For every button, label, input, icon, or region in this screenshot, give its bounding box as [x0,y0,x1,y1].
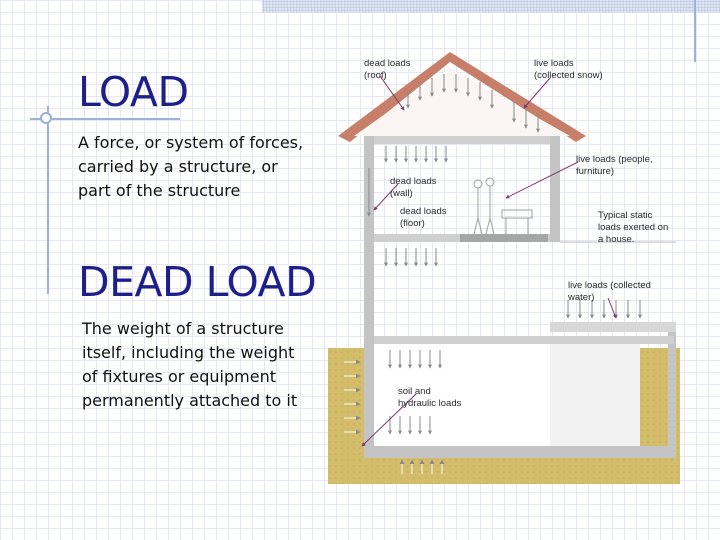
load-title: LOAD [78,68,189,116]
left-accent-line [47,106,49,294]
floor-slabs [374,136,676,344]
basement-load-arrows [388,350,442,435]
basement-right-room [550,344,640,446]
people-furniture-figure [473,177,533,235]
accent-circle [40,112,52,124]
house-walls [364,132,676,458]
diagram-labels: dead loads(roof) live loads(collected sn… [364,58,668,409]
roof [338,52,586,142]
dead-load-definition: The weight of a structure itself, includ… [82,319,298,410]
house-load-diagram: dead loads(roof) live loads(collected sn… [328,52,680,484]
label-live-snow: live loads(collected snow) [534,58,603,81]
label-dead-wall: dead loads(wall) [390,176,437,199]
roof-load-arrows [406,74,540,133]
top-decorative-band [262,0,720,13]
title-accent-line [30,118,180,120]
load-definition: A force, or system of forces, carried by… [78,133,304,200]
upper-floor-load-arrows [384,146,448,267]
label-dead-floor: dead loads(floor) [400,206,447,229]
right-accent-line [694,0,696,62]
dead-load-title: DEAD LOAD [78,258,317,306]
label-live-people: live loads (people,furniture) [576,154,653,177]
label-dead-roof: dead loads(roof) [364,58,411,81]
soil-pressure-arrows [344,359,445,474]
label-leader-lines [361,75,617,447]
water-load-arrows [566,300,642,319]
